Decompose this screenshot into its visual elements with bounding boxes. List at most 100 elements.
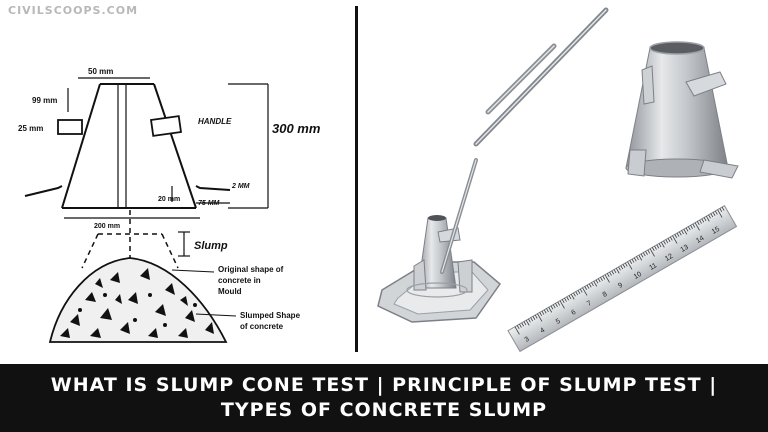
ruler-tick [633,257,637,262]
ruler-tick [656,244,660,249]
ruler-tick [586,284,590,289]
ruler-tick [600,277,603,281]
ruler-tick [516,325,520,330]
label-200mm: 200 mm [94,223,120,230]
ruler-tick [606,273,610,278]
ruler-tick [519,323,522,328]
ruler-tick [534,314,538,319]
ruler-tick [654,245,657,250]
ruler-number: 3 [524,336,531,344]
ruler-number: 9 [617,282,624,290]
ruler-tick [604,274,610,283]
ruler-number: 7 [586,300,593,308]
ruler-tick [640,253,644,258]
ruler-tick [622,264,626,268]
ruler-tick [593,280,598,287]
ruler-tick [624,262,628,267]
ruler-number: 5 [555,318,562,326]
ruler-tick [530,317,534,322]
ruler-tick [669,236,673,241]
label-original-3: Mould [218,287,242,296]
ruler-tick [717,209,723,218]
ruler-tick [573,292,576,297]
ruler-tick [687,226,691,231]
ruler-tick [696,221,700,226]
label-slumped-1: Slumped Shape [240,311,301,320]
ruler-tick [658,243,662,248]
ruler-tick [694,222,700,231]
ruler-tick [582,287,588,296]
ruler-tick [685,227,689,232]
ruler-tick [703,217,707,222]
ruler-tick [543,309,547,314]
cone-outline [61,83,197,209]
ruler-tick [613,269,617,274]
ruler-tick [559,300,565,309]
label-75mm: 75 MM [198,200,220,207]
label-50mm: 50 mm [88,67,113,76]
ruler-tick [647,249,651,254]
ruler-tick [597,278,601,283]
ruler-tick [627,261,633,270]
ruler-tick [591,282,594,287]
ruler-tick [699,219,702,224]
ruler-tick [575,291,579,296]
ruler-number: 11 [648,262,658,272]
ruler-tick [548,306,553,313]
ruler-number: 4 [539,327,546,335]
ruler-tick [532,316,536,320]
label-slump: Slump [194,240,228,252]
ruler-number: 15 [711,226,721,236]
ruler-tick [618,266,621,271]
cone-on-base-plate [377,158,502,323]
label-original-1: Original shape of [218,265,284,274]
slump-cone-diagram: 50 mm 99 mm 25 mm HANDLE 300 mm 2 MM 20 … [0,0,355,360]
ruler-tick [651,247,655,252]
ruler-tick [615,267,620,274]
ruler-tick [690,225,693,229]
ruler-tick [525,319,530,326]
ruler-tick [552,304,556,309]
ruler-tick [620,265,624,270]
ruler-tick [557,301,561,306]
ruler-tick [708,214,711,219]
ruler-number: 12 [664,253,674,263]
ruler-tick [555,303,558,307]
original-shape-dashed [81,210,179,269]
ruler-tick [674,234,678,239]
ruler-tick [701,218,705,223]
ruler-tick [638,254,643,261]
ruler-tick [561,299,565,304]
ruler-tick [595,279,599,284]
ruler-tick [665,239,669,244]
ruler-tick [602,275,606,280]
ruler-tick [577,290,581,294]
label-original-2: concrete in [218,276,261,285]
ruler-tick [692,223,696,228]
label-20mm: 20 mm [158,196,180,203]
ruler-tick [579,288,583,293]
ruler-tick [550,305,554,310]
ruler-tick [521,322,525,327]
title-banner: WHAT IS SLUMP CONE TEST | PRINCIPLE OF S… [0,364,768,432]
ruler-tick [712,212,716,216]
ruler-number: 8 [602,291,609,299]
ruler-tick [611,270,615,275]
slump-cone-photo [625,41,739,179]
ruler-tick [683,228,688,235]
ruler-tick [636,256,639,261]
ruler-tick [541,310,545,315]
ruler-tick [566,296,570,301]
ruler-tick [528,318,531,323]
ruler-number: 13 [680,244,690,254]
label-handle: HANDLE [198,117,232,126]
ruler-tick [642,252,646,257]
ruler-tick [710,213,714,218]
ruler-tick [539,312,543,317]
ruler-tick [660,241,665,248]
label-2mm: 2 MM [231,183,250,190]
label-25mm: 25 mm [18,124,43,133]
ruler-tick [584,286,588,291]
